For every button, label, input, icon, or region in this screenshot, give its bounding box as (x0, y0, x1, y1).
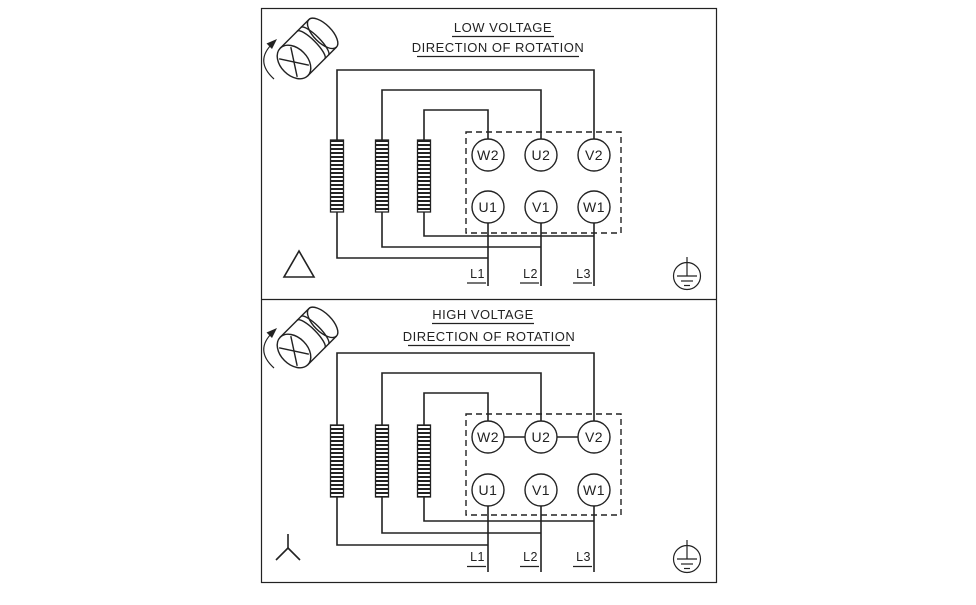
wye-connection-icon (275, 534, 301, 561)
terminal-w1-label: W1 (583, 199, 605, 215)
terminal-u1 (471, 190, 505, 224)
panel-subtitle: DIRECTION OF ROTATION (412, 40, 585, 55)
terminal-u1-label: U1 (479, 482, 498, 498)
rotation-arrow-icon (263, 39, 277, 80)
lead-label-l3: L3 (576, 267, 591, 281)
terminal-board-outline (465, 413, 622, 516)
terminal-w1 (577, 473, 611, 507)
panel-title: HIGH VOLTAGE (432, 307, 534, 322)
delta-connection-icon (282, 249, 316, 278)
winding-wire-outer (336, 352, 595, 546)
terminal-v1 (524, 190, 558, 224)
low-voltage-panel: LOW VOLTAGE DIRECTION OF ROTATION W2 U2 (263, 12, 702, 291)
terminal-v2 (577, 138, 611, 172)
terminal-v1 (524, 473, 558, 507)
terminal-w2 (471, 420, 505, 454)
terminal-v1-label: V1 (532, 199, 550, 215)
motor-shaft-icon (269, 12, 344, 87)
terminal-u2 (524, 420, 558, 454)
winding-wire-inner (423, 392, 594, 522)
terminal-v2-label: V2 (585, 147, 603, 163)
lead-label-l2: L2 (523, 267, 538, 281)
ground-icon (672, 257, 702, 291)
terminal-w2 (471, 138, 505, 172)
winding-wire-middle (381, 89, 542, 248)
winding-wire-inner (423, 109, 594, 237)
terminal-w2-label: W2 (477, 429, 499, 445)
high-voltage-panel: HIGH VOLTAGE DIRECTION OF ROTATION (263, 301, 702, 574)
terminal-u2-label: U2 (532, 429, 551, 445)
winding-wire-outer (336, 69, 595, 259)
terminal-w2-label: W2 (477, 147, 499, 163)
winding-bar-1 (329, 139, 345, 213)
ground-icon (672, 540, 702, 574)
terminal-u2-label: U2 (532, 147, 551, 163)
winding-bar-3 (416, 424, 432, 498)
winding-bar-2 (374, 424, 390, 498)
terminal-w1 (577, 190, 611, 224)
panel-subtitle: DIRECTION OF ROTATION (403, 329, 576, 344)
winding-wire-middle (381, 372, 542, 534)
terminal-board-outline (465, 131, 622, 234)
winding-bar-3 (416, 139, 432, 213)
winding-bar-2 (374, 139, 390, 213)
terminal-v2 (577, 420, 611, 454)
terminal-w1-label: W1 (583, 482, 605, 498)
terminal-u2 (524, 138, 558, 172)
lead-label-l1: L1 (470, 267, 485, 281)
terminal-u1 (471, 473, 505, 507)
lead-label-l3: L3 (576, 550, 591, 564)
terminal-v1-label: V1 (532, 482, 550, 498)
winding-bar-1 (329, 424, 345, 498)
lead-label-l2: L2 (523, 550, 538, 564)
terminal-v2-label: V2 (585, 429, 603, 445)
diagram-border (260, 7, 718, 584)
lead-label-l1: L1 (470, 550, 485, 564)
terminal-u1-label: U1 (479, 199, 498, 215)
panel-title: LOW VOLTAGE (454, 20, 552, 35)
rotation-arrow-icon (263, 328, 277, 369)
motor-shaft-icon (269, 301, 344, 376)
